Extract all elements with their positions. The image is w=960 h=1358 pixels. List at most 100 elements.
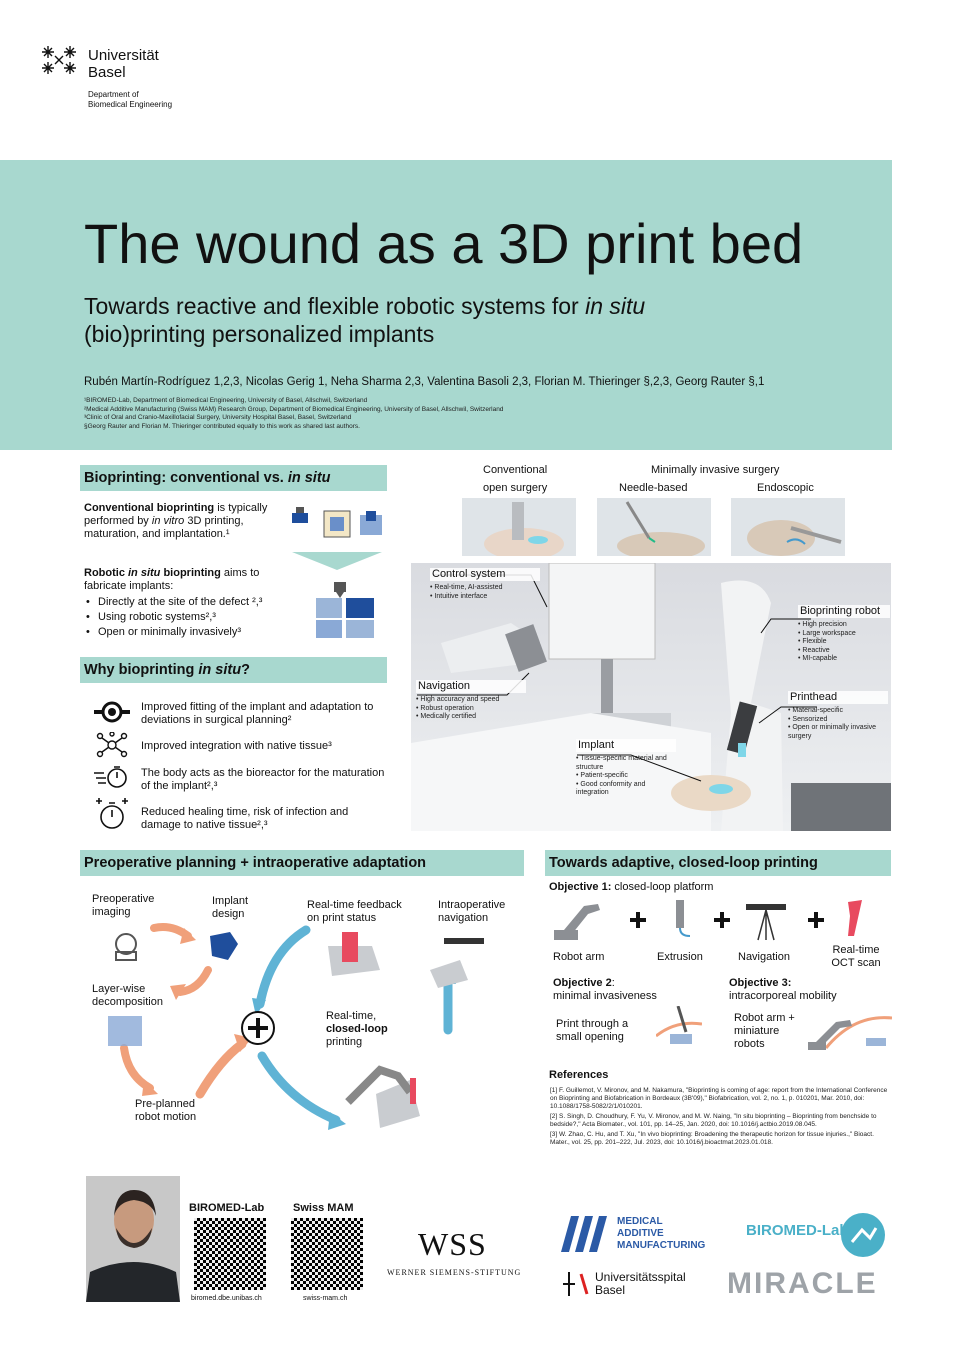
basel-emblem-icon (42, 46, 76, 74)
why-item-text: Improved integration with native tissue³ (141, 740, 332, 752)
callout-item: Large workspace (798, 630, 890, 639)
author-photo (86, 1176, 180, 1302)
author-list: Rubén Martín-Rodríguez 1,2,3, Nicolas Ge… (84, 376, 765, 388)
bullet-item: Using robotic systems²,³ (84, 610, 304, 625)
callout-item: Sensorized (788, 716, 888, 725)
stopwatch-icon (94, 766, 127, 788)
callout-title: Implant (576, 739, 676, 752)
poster-subtitle: Towards reactive and flexible robotic sy… (84, 292, 844, 348)
callout-items: Real-time, AI-assisted Intuitive interfa… (430, 584, 540, 601)
biromed-url[interactable]: biromed.dbe.unibas.ch (191, 1295, 262, 1302)
subtitle-part2: (bio)printing personalized implants (84, 321, 435, 347)
callout-item: Real-time, AI-assisted (430, 584, 540, 593)
wss-logo: WSS (418, 1226, 487, 1262)
affiliation-2: ²Medical Additive Manufacturing (Swiss M… (84, 405, 504, 413)
title-banner (0, 160, 892, 450)
callout-item: Tissue-specific material and structure (576, 755, 676, 772)
objective3-label: Objective 3: intracorporeal mobility (729, 977, 837, 1003)
swissmam-qr-label: Swiss MAM (293, 1202, 354, 1214)
department-line1: Department of (88, 90, 139, 99)
callout-item: MI-capable (798, 655, 890, 664)
usb-line2: Basel (595, 1283, 626, 1297)
endoscopic-label: Endoscopic (757, 482, 814, 494)
conv-rest2: 3D printing, maturation, and implantatio… (84, 515, 244, 540)
subtitle-part1: Towards reactive and flexible robotic sy… (84, 293, 586, 319)
swissmam-url[interactable]: swiss-mam.ch (303, 1295, 348, 1302)
objective3-desc: Robot arm + miniature robots (734, 1012, 795, 1050)
objective2-rest: minimal invasiveness (553, 990, 657, 1002)
biromed-logo-icon (841, 1213, 885, 1257)
oct-scan-label: Real-time OCT scan (831, 944, 881, 969)
poster-title: The wound as a 3D print bed (84, 212, 804, 275)
callout-item: Material-specific (788, 707, 888, 716)
preplanned-motion-label: Pre-planned robot motion (135, 1098, 197, 1123)
affiliation-3: ³Clinic of Oral and Cranio-Maxillofacial… (84, 414, 352, 421)
callout-title: Control system (430, 568, 540, 581)
implant-fit-icon (94, 701, 130, 723)
layerwise-decomposition-label: Layer-wise decomposition (92, 983, 163, 1008)
objective3-rest: intracorporeal mobility (729, 990, 837, 1002)
closed-loop-printing-label: Real-time, closed-loop printing (326, 1010, 388, 1049)
callout-item: High precision (798, 621, 890, 630)
affiliation-4: §Georg Rauter and Florian M. Thieringer … (84, 422, 360, 430)
miracle-logo: MIRACLE (727, 1267, 878, 1300)
usb-line1: Universitätsspital (595, 1270, 686, 1284)
mam-logo-text: MEDICAL ADDITIVE MANUFACTURING (617, 1216, 705, 1252)
objective1-rest: closed-loop platform (611, 881, 714, 893)
objective1-components-figure (554, 900, 862, 941)
callout-item: Medically certified (416, 713, 526, 722)
conv-italic: in vitro (151, 515, 185, 527)
callout-navigation: Navigation High accuracy and speed Robus… (416, 680, 526, 722)
robotic-bold-italic: in situ (128, 567, 161, 579)
healing-timer-icon (96, 798, 128, 829)
heading-text-end: ? (241, 662, 250, 678)
reference-item: [3] W. Zhao, C. Hu, and T. Xu, "In vivo … (550, 1131, 874, 1146)
wss-fullname: WERNER SIEMENS-STIFTUNG (387, 1268, 522, 1277)
heading-italic: in situ (287, 470, 331, 486)
navigation-label: Navigation (738, 951, 790, 963)
university-name: Universität Basel (88, 47, 159, 81)
intracorporeal-robot-figure (808, 1016, 892, 1050)
network-icon (96, 732, 128, 758)
swissmam-qr-code[interactable] (291, 1218, 363, 1290)
biromed-qr-code[interactable] (194, 1218, 266, 1290)
intraoperative-navigation-label: Intraoperative navigation (438, 899, 506, 924)
realtime-text: Real-time, (326, 1010, 377, 1022)
conv-bold: Conventional bioprinting (84, 502, 215, 514)
callout-items: High precision Large workspace Flexible … (798, 621, 890, 664)
callout-printhead: Printhead Material-specific Sensorized O… (788, 691, 888, 741)
minimal-opening-figure (656, 1006, 702, 1044)
mam-line2: ADDITIVE (617, 1228, 664, 1239)
university-logo (38, 40, 82, 80)
heading-italic: in situ (198, 662, 242, 678)
callout-item: Patient-specific (576, 772, 676, 781)
robotic-bold2: bioprinting (160, 567, 221, 579)
department-name: Department of Biomedical Engineering (88, 90, 172, 110)
callout-item: Open or minimally invasive surgery (788, 724, 888, 741)
department-line2: Biomedical Engineering (88, 100, 173, 109)
implant-design-label: Implant design (212, 895, 249, 920)
endoscopic-surgery-image (731, 498, 845, 556)
objective1-bold: Objective 1: (549, 881, 612, 893)
university-line2: Basel (88, 64, 126, 81)
callout-title: Bioprinting robot (798, 605, 890, 618)
callout-implant: Implant Tissue-specific material and str… (576, 739, 676, 798)
realtime-feedback-label: Real-time feedback on print status (307, 899, 402, 924)
callout-items: High accuracy and speed Robust operation… (416, 696, 526, 722)
robotic-bullet-list: Directly at the site of the defect ²,³ U… (84, 595, 304, 640)
mis-label: Minimally invasive surgery (651, 464, 780, 476)
closed-loop-text: closed-loop (326, 1023, 388, 1035)
callout-item: High accuracy and speed (416, 696, 526, 705)
robotic-rest: aims to fabricate implants: (84, 567, 260, 592)
callout-items: Tissue-specific material and structure P… (576, 755, 676, 798)
conv-rest1: is typically performed by (84, 502, 268, 527)
needle-based-label: Needle-based (619, 482, 688, 494)
objective2-desc: Print through a small opening (556, 1018, 629, 1043)
preoperative-imaging-label: Preoperative imaging (92, 893, 155, 918)
robot-arm-label: Robot arm (553, 951, 605, 963)
conventional-surgery-label: Conventional (483, 464, 547, 477)
mam-logo-mark (561, 1216, 607, 1252)
bullet-item: Directly at the site of the defect ²,³ (84, 595, 304, 610)
why-item-text: The body acts as the bioreactor for the … (141, 767, 385, 792)
why-item-text: Improved fitting of the implant and adap… (141, 701, 374, 726)
